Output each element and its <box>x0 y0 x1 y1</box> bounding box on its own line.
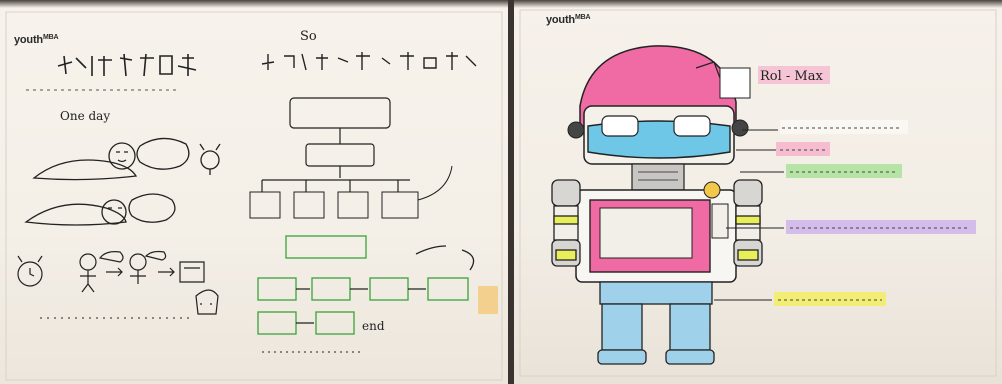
annotation-4-highlight <box>786 220 976 234</box>
robot-drawing: Rol - Max <box>519 9 997 377</box>
title-scribble <box>26 53 197 91</box>
right-sketch-page: youthMBA Rol - Max <box>514 0 1002 384</box>
name-highlight <box>758 66 830 84</box>
orange-highlight <box>478 286 498 314</box>
end-label: end <box>362 319 385 333</box>
green-flow-boxes <box>257 235 475 335</box>
sleeping-person-drawing <box>24 193 176 226</box>
left-sketch-drawing: So One day <box>5 11 503 381</box>
annotation-3-highlight <box>786 164 902 178</box>
flowchart-top-box <box>261 97 410 192</box>
one-day-label: One day <box>60 109 110 123</box>
youthmba-logo-right: youthMBA <box>546 14 591 26</box>
speech-note <box>719 67 751 99</box>
robot-neck <box>631 163 685 191</box>
flowchart-boxes <box>249 165 453 219</box>
robot-right-arm <box>733 179 763 267</box>
logo-suffix: MBA <box>574 14 591 21</box>
sleeping-person-drawing <box>32 137 221 181</box>
so-scribble <box>261 52 477 71</box>
left-sketch-page: youthMBA So One day <box>0 0 508 384</box>
alarm-sequence-drawing <box>17 250 219 315</box>
annotation-lines <box>714 129 784 301</box>
annotation-5-highlight <box>774 292 886 306</box>
annotation-1 <box>780 120 908 134</box>
robot-name-label: Rol - Max <box>760 69 823 84</box>
robot-legs <box>597 281 715 365</box>
robot-left-arm <box>551 179 581 267</box>
youthmba-logo-left: youthMBA <box>14 34 59 46</box>
annotation-2-highlight <box>776 142 830 156</box>
logo-suffix: MBA <box>42 34 59 41</box>
so-label: So <box>300 29 317 44</box>
logo-text: youth <box>14 34 43 46</box>
logo-text: youth <box>546 14 575 26</box>
